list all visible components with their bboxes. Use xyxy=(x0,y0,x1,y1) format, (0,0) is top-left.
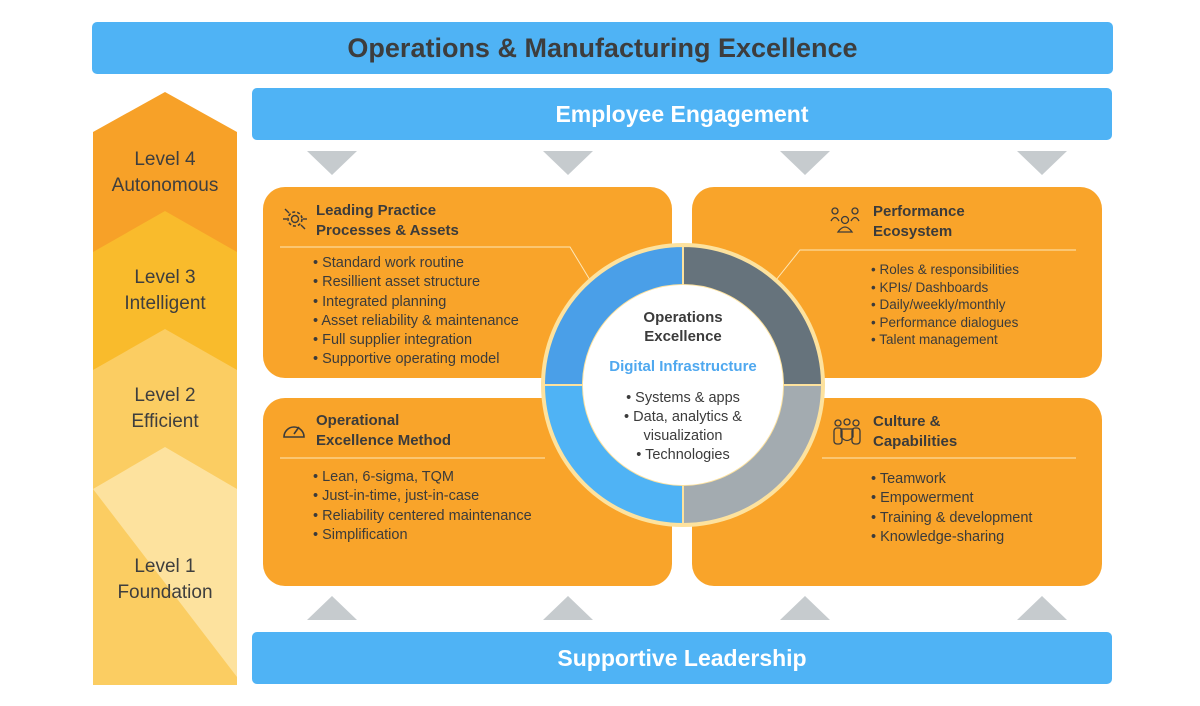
title-line: Culture & xyxy=(873,413,941,430)
center-list: • Systems & apps • Data, analytics & vis… xyxy=(583,389,783,465)
list-item: Simplification xyxy=(313,526,532,545)
title-line: Ecosystem xyxy=(873,223,953,240)
up-arrow-icon xyxy=(780,596,830,620)
team-icon xyxy=(833,418,861,445)
down-arrow-icon xyxy=(1017,151,1067,175)
list-item: KPIs/ Dashboards xyxy=(871,279,1019,297)
level-2-label: Level 2 Efficient xyxy=(93,383,237,435)
level-name: Level 2 xyxy=(134,385,196,406)
level-desc: Autonomous xyxy=(111,175,219,196)
operations-excellence-ring xyxy=(541,243,825,527)
list-item: • Data, analytics & xyxy=(624,409,742,425)
level-1-label: Level 1 Foundation xyxy=(93,554,237,606)
title-line: Performance xyxy=(873,203,965,220)
list-item: Supportive operating model xyxy=(313,350,519,369)
operational-excellence-list: Lean, 6-sigma, TQM Just-in-time, just-in… xyxy=(313,468,532,545)
list-item: Daily/weekly/monthly xyxy=(871,296,1019,314)
level-desc: Intelligent xyxy=(124,293,206,314)
list-item: Empowerment xyxy=(871,489,1032,508)
down-arrow-icon xyxy=(543,151,593,175)
title-line: Processes & Assets xyxy=(316,222,459,239)
list-item: Lean, 6-sigma, TQM xyxy=(313,468,532,487)
down-arrow-icon xyxy=(307,151,357,175)
level-3-label: Level 3 Intelligent xyxy=(93,265,237,317)
maturity-levels-arrow xyxy=(93,92,237,685)
title-line: Leading Practice xyxy=(316,202,437,219)
title-line: Capabilities xyxy=(873,433,958,450)
list-item: • Systems & apps xyxy=(626,390,740,406)
list-item: Standard work routine xyxy=(313,254,519,273)
level-name: Level 1 xyxy=(134,556,196,577)
culture-title: Culture & Capabilities xyxy=(873,412,957,452)
list-item: Just-in-time, just-in-case xyxy=(313,487,532,506)
list-item: Training & development xyxy=(871,509,1033,528)
list-item: Asset reliability & maintenance xyxy=(313,312,518,331)
speedometer-icon xyxy=(283,426,305,438)
performance-list: Roles & responsibilities KPIs/ Dashboard… xyxy=(871,261,1019,349)
list-item: visualization xyxy=(643,428,723,444)
title-line: Excellence xyxy=(644,328,722,345)
gear-network-icon xyxy=(283,208,307,230)
list-item: Talent management xyxy=(871,331,1019,349)
leading-practice-list: Standard work routine Resillient asset s… xyxy=(313,254,519,370)
employee-engagement-bar: Employee Engagement xyxy=(252,88,1112,140)
culture-list: Teamwork Empowerment Training & developm… xyxy=(871,470,1033,547)
list-item: Roles & responsibilities xyxy=(871,261,1019,279)
ring-segment-bottom-left xyxy=(542,384,684,526)
level-1-chevron xyxy=(93,447,237,677)
list-item: Full supplier integration xyxy=(313,331,519,350)
down-arrow-icon xyxy=(780,151,830,175)
up-arrow-icon xyxy=(307,596,357,620)
level-desc: Foundation xyxy=(117,582,213,603)
list-item: Resillient asset structure xyxy=(313,273,519,292)
title-line: Operational xyxy=(316,412,400,429)
supportive-leadership-bar: Supportive Leadership xyxy=(252,632,1112,684)
digital-infrastructure-title: Digital Infrastructure xyxy=(609,358,757,375)
title-line: Operations xyxy=(643,309,723,326)
list-item: Integrated planning xyxy=(313,293,519,312)
list-item: Performance dialogues xyxy=(871,314,1019,332)
level-4-label: Level 4 Autonomous xyxy=(93,147,237,199)
list-item: • Technologies xyxy=(636,447,730,463)
level-name: Level 4 xyxy=(134,149,196,170)
title-line: Excellence Method xyxy=(316,432,452,449)
people-network-icon xyxy=(830,207,860,233)
list-item: Reliability centered maintenance xyxy=(313,507,532,526)
level-desc: Efficient xyxy=(131,411,199,432)
level-name: Level 3 xyxy=(134,267,196,288)
page-title: Operations & Manufacturing Excellence xyxy=(92,22,1113,74)
list-item: Knowledge-sharing xyxy=(871,528,1032,547)
up-arrow-icon xyxy=(1017,596,1067,620)
up-arrow-icon xyxy=(543,596,593,620)
list-item: Teamwork xyxy=(871,470,1032,489)
